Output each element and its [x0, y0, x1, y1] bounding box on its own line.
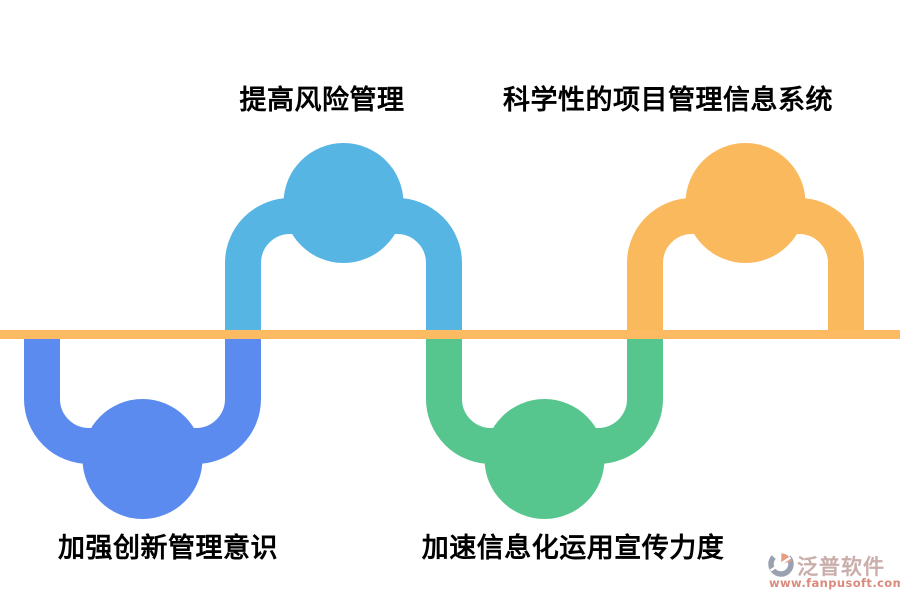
label-top-left: 提高风险管理 [239, 85, 405, 116]
baseline [0, 330, 900, 339]
label-bottom-center: 加速信息化运用宣传力度 [421, 533, 725, 564]
brand-url: www.fanpusoft.com [769, 576, 900, 590]
watermark: 泛普软件 www.fanpusoft.com [766, 549, 900, 591]
fanpu-logo-icon [768, 551, 794, 577]
brand-name: 泛普软件 [797, 555, 885, 579]
node-circle-top-left [283, 143, 404, 263]
node-circle-top-right [685, 143, 806, 263]
node-circle-bottom-left [82, 399, 203, 519]
label-top-right: 科学性的项目管理信息系统 [503, 85, 833, 116]
node-circle-bottom-center [484, 399, 605, 519]
label-bottom-left: 加强创新管理意识 [58, 533, 278, 564]
